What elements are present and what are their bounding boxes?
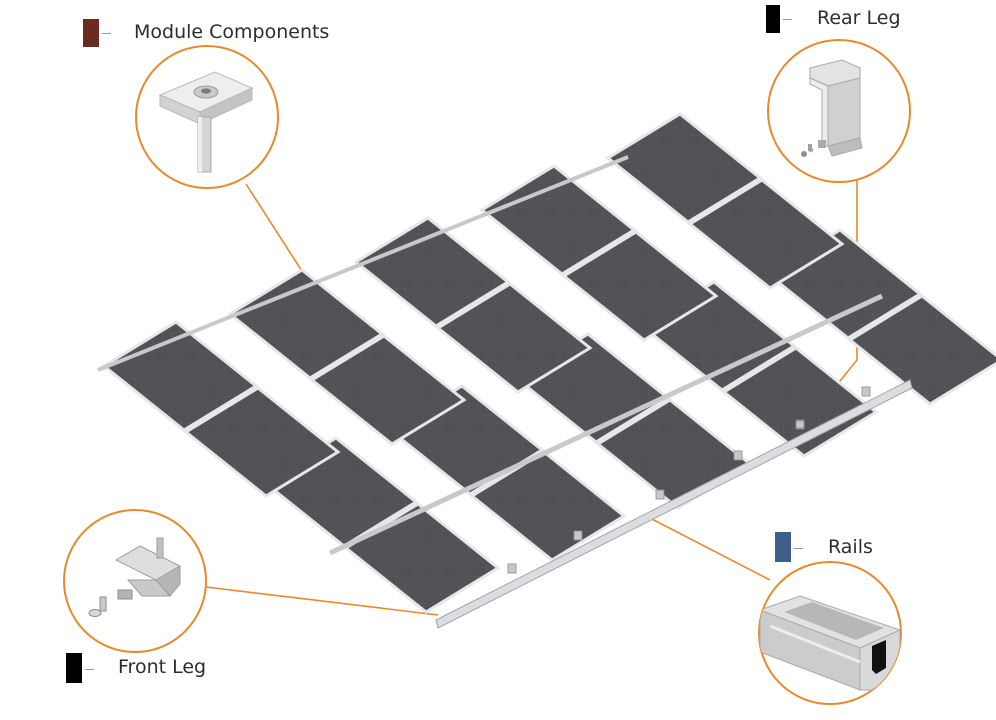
solar-panel	[847, 294, 996, 406]
rails-color-swatch	[775, 532, 791, 562]
rear-rail	[97, 155, 629, 372]
rails-callout	[758, 561, 902, 705]
module-components-callout	[135, 45, 279, 189]
solar-panel	[183, 386, 341, 498]
leader-front	[205, 586, 439, 616]
front-leg-label-tick	[85, 669, 94, 670]
solar-panel	[561, 230, 719, 342]
solar-panel	[227, 268, 385, 380]
rear-leg-label-tick	[783, 19, 792, 20]
module-components-label: Module Components	[134, 21, 330, 43]
rear-leg-callout	[767, 39, 911, 183]
rails-label-tick	[794, 548, 803, 549]
solar-panel	[353, 216, 511, 328]
end-clamp-icon	[158, 71, 254, 173]
rear-leg-bracket-icon	[801, 59, 863, 157]
rail-bracket	[655, 489, 665, 500]
front-leg-color-swatch	[66, 653, 82, 683]
module-label-tick	[102, 33, 111, 34]
rail-bracket	[507, 563, 517, 574]
solar-panel	[101, 320, 259, 432]
rear-leg-label: Rear Leg	[817, 7, 901, 29]
front-rail	[328, 293, 884, 556]
front-leg-bracket-icon	[88, 537, 182, 617]
rail-beam	[435, 379, 913, 629]
solar-panel	[605, 112, 763, 224]
front-leg-callout	[63, 509, 207, 653]
rail-bracket	[861, 386, 871, 397]
solar-panel	[309, 334, 467, 446]
rear-leg-color-swatch	[766, 5, 780, 33]
rail-bracket	[733, 450, 743, 461]
solar-panel	[343, 502, 501, 614]
front-leg-label: Front Leg	[118, 656, 207, 678]
rails-label: Rails	[828, 536, 873, 558]
solar-panel	[435, 282, 593, 394]
rail-bracket	[573, 530, 583, 541]
solar-panel	[479, 164, 637, 276]
module-color-swatch	[83, 19, 99, 47]
solar-panel	[687, 178, 845, 290]
rail-profile-icon	[759, 595, 901, 691]
solar-array	[97, 112, 996, 614]
solar-panel	[721, 346, 879, 458]
leader-rails	[647, 516, 771, 581]
